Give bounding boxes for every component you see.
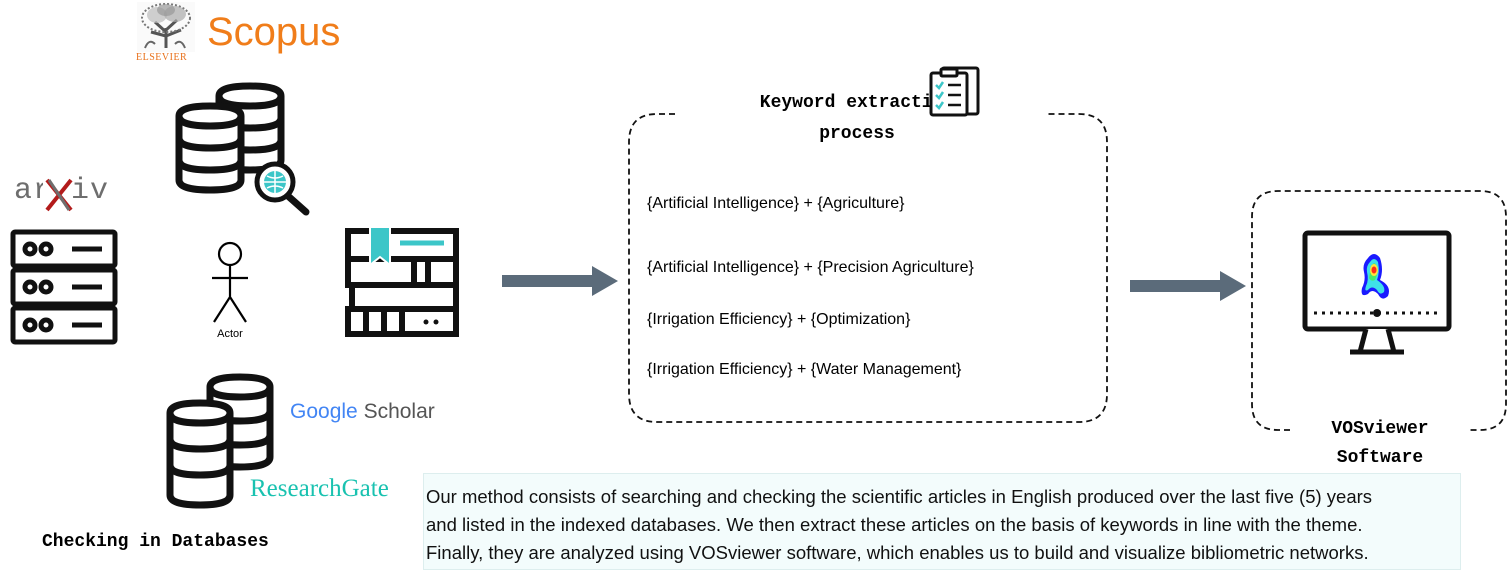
actor-label: Actor xyxy=(217,328,243,340)
arxiv-x-mark xyxy=(43,176,75,214)
google-scholar-logo: Google Scholar xyxy=(290,400,435,424)
monitor-heatmap-icon xyxy=(1302,230,1452,356)
database-search-icon xyxy=(175,82,315,217)
vosviewer-title: VOSviewer Software xyxy=(1300,415,1460,473)
books-stack-icon xyxy=(344,225,460,337)
method-description: Our method consists of searching and che… xyxy=(423,473,1461,570)
server-rack-icon xyxy=(10,229,118,345)
elsevier-wordmark: ELSEVIER xyxy=(136,52,188,63)
vosviewer-panel xyxy=(1250,189,1508,432)
database-icon xyxy=(166,373,276,511)
databases-caption: Checking in Databases xyxy=(42,532,269,552)
keyword-query-2: {Artificial Intelligence} + {Precision A… xyxy=(647,259,974,276)
arrow-right-icon xyxy=(1128,270,1248,304)
scopus-logo: Scopus xyxy=(207,10,341,54)
google-wordmark: Google xyxy=(290,400,358,423)
keyword-query-4: {Irrigation Efficiency} + {Water Managem… xyxy=(647,361,962,378)
researchgate-logo: ResearchGate xyxy=(250,475,389,502)
clipboard-checklist-icon xyxy=(928,65,982,117)
keyword-query-1: {Artificial Intelligence} + {Agriculture… xyxy=(647,195,905,212)
elsevier-tree-icon xyxy=(137,2,195,52)
scholar-wordmark: Scholar xyxy=(363,400,435,423)
arrow-right-icon xyxy=(500,264,620,298)
keyword-extraction-panel xyxy=(627,112,1109,424)
actor-icon xyxy=(208,240,252,326)
keyword-query-3: {Irrigation Efficiency} + {Optimization} xyxy=(647,311,911,328)
